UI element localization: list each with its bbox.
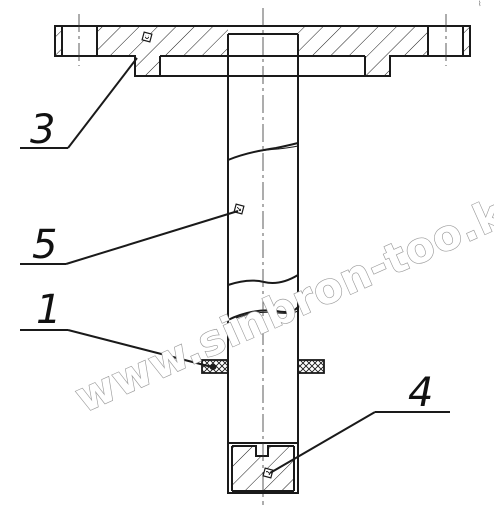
corner-label: ⌇ [478, 0, 481, 8]
weld-marker-icon [141, 31, 153, 43]
leader-1 [20, 329, 213, 368]
leader-4 [269, 411, 450, 474]
leader-3 [20, 57, 138, 149]
flange-plate [54, 14, 471, 77]
ring-seal [201, 359, 325, 374]
callout-3: 3 [30, 107, 55, 153]
callout-5: 5 [32, 222, 57, 268]
callout-4: 4 [408, 370, 433, 416]
leader-5 [20, 210, 239, 265]
weld-marker-icon [262, 467, 274, 479]
callout-1: 1 [36, 287, 61, 333]
tube-pipe [227, 33, 299, 494]
